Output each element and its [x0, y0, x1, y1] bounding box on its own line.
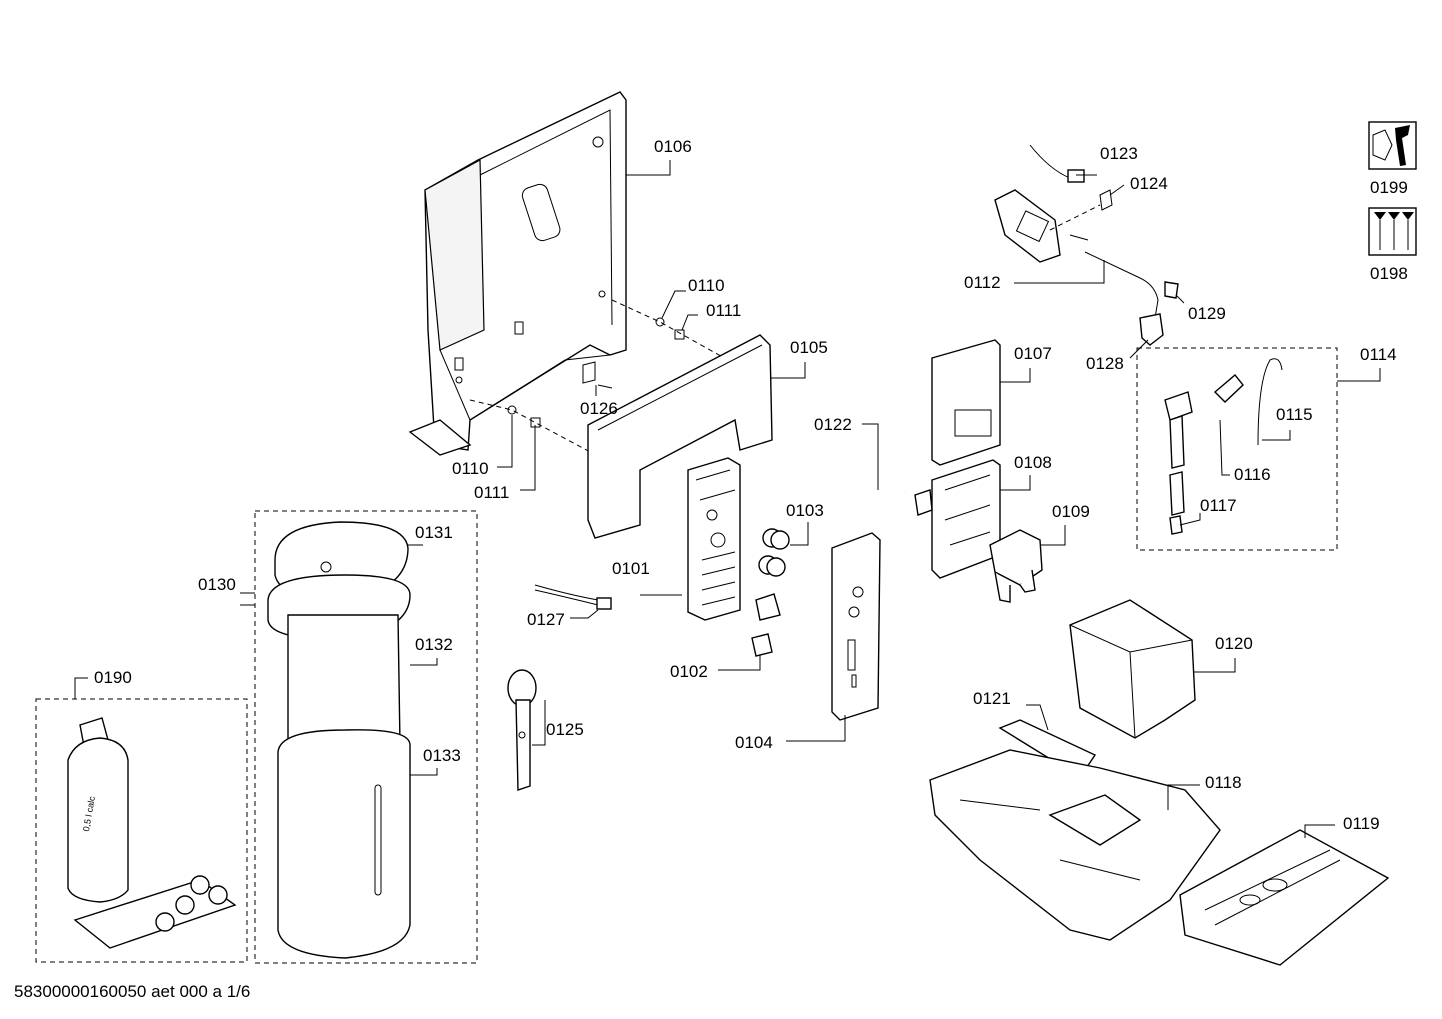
part-0122-tube [798, 449, 906, 494]
part-0112-valve-assembly [994, 144, 1179, 346]
tool-icon-0198 [1368, 207, 1417, 256]
label-0190: 0190 [94, 668, 132, 687]
part-0107-plate [931, 339, 1001, 466]
part-0102-switches [751, 593, 781, 657]
label-0121: 0121 [973, 689, 1011, 708]
label-0111-upper: 0111 [706, 301, 742, 320]
part-0106-rear-panel [408, 91, 627, 456]
label-0105: 0105 [790, 338, 828, 357]
label-0122: 0122 [814, 415, 852, 434]
label-0101: 0101 [612, 559, 650, 578]
label-0132: 0132 [415, 635, 453, 654]
label-0106: 0106 [654, 137, 692, 156]
group-0130-water-tank [254, 510, 478, 964]
part-0109-block [989, 529, 1043, 603]
part-0105-front-cover [587, 334, 773, 539]
label-0102: 0102 [670, 662, 708, 681]
part-0127-cable [534, 584, 612, 610]
label-0110-upper: 0110 [688, 276, 725, 295]
part-0119-tray-cover [1179, 829, 1390, 966]
label-0110-lower: 0110 [452, 459, 489, 478]
group-0190-descaler [35, 698, 248, 963]
label-0126: 0126 [580, 399, 618, 418]
label-0120: 0120 [1215, 634, 1253, 653]
part-0125-spoon [507, 669, 537, 791]
label-0130: 0130 [198, 575, 236, 594]
label-0103: 0103 [786, 501, 824, 520]
group-0114-water-parts [1136, 347, 1338, 551]
label-0119: 0119 [1343, 814, 1380, 833]
label-0112: 0112 [964, 273, 1001, 292]
label-0199: 0199 [1370, 178, 1408, 197]
part-0108-bracket [914, 459, 1001, 579]
label-0118: 0118 [1205, 773, 1242, 792]
label-0111-lower: 0111 [474, 483, 510, 502]
label-0117: 0117 [1200, 496, 1237, 515]
label-0124: 0124 [1130, 174, 1168, 193]
label-0107: 0107 [1014, 344, 1052, 363]
label-0125: 0125 [546, 720, 584, 739]
label-0115: 0115 [1276, 405, 1313, 424]
part-0104-control-panel [831, 532, 881, 721]
part-0118-drip-tray [929, 749, 1221, 941]
label-0114: 0114 [1360, 345, 1397, 364]
label-0108: 0108 [1014, 453, 1052, 472]
label-0116: 0116 [1234, 465, 1271, 484]
label-0198: 0198 [1370, 264, 1408, 283]
part-0120-container [1069, 599, 1196, 739]
label-0128: 0128 [1086, 354, 1124, 373]
tool-icon-0199 [1368, 121, 1417, 170]
drawing-number-footer: 58300000160050 aet 000 a 1/6 [14, 982, 251, 1001]
part-0103-knobs [758, 528, 790, 577]
label-0127: 0127 [527, 610, 565, 629]
part-0101-panel-frame [687, 457, 741, 621]
label-0131: 0131 [415, 523, 453, 542]
label-0109: 0109 [1052, 502, 1090, 521]
label-0104: 0104 [735, 733, 773, 752]
label-0123: 0123 [1100, 144, 1138, 163]
label-0129: 0129 [1188, 304, 1226, 323]
leader-lines [74, 160, 1381, 838]
label-0133: 0133 [423, 746, 461, 765]
